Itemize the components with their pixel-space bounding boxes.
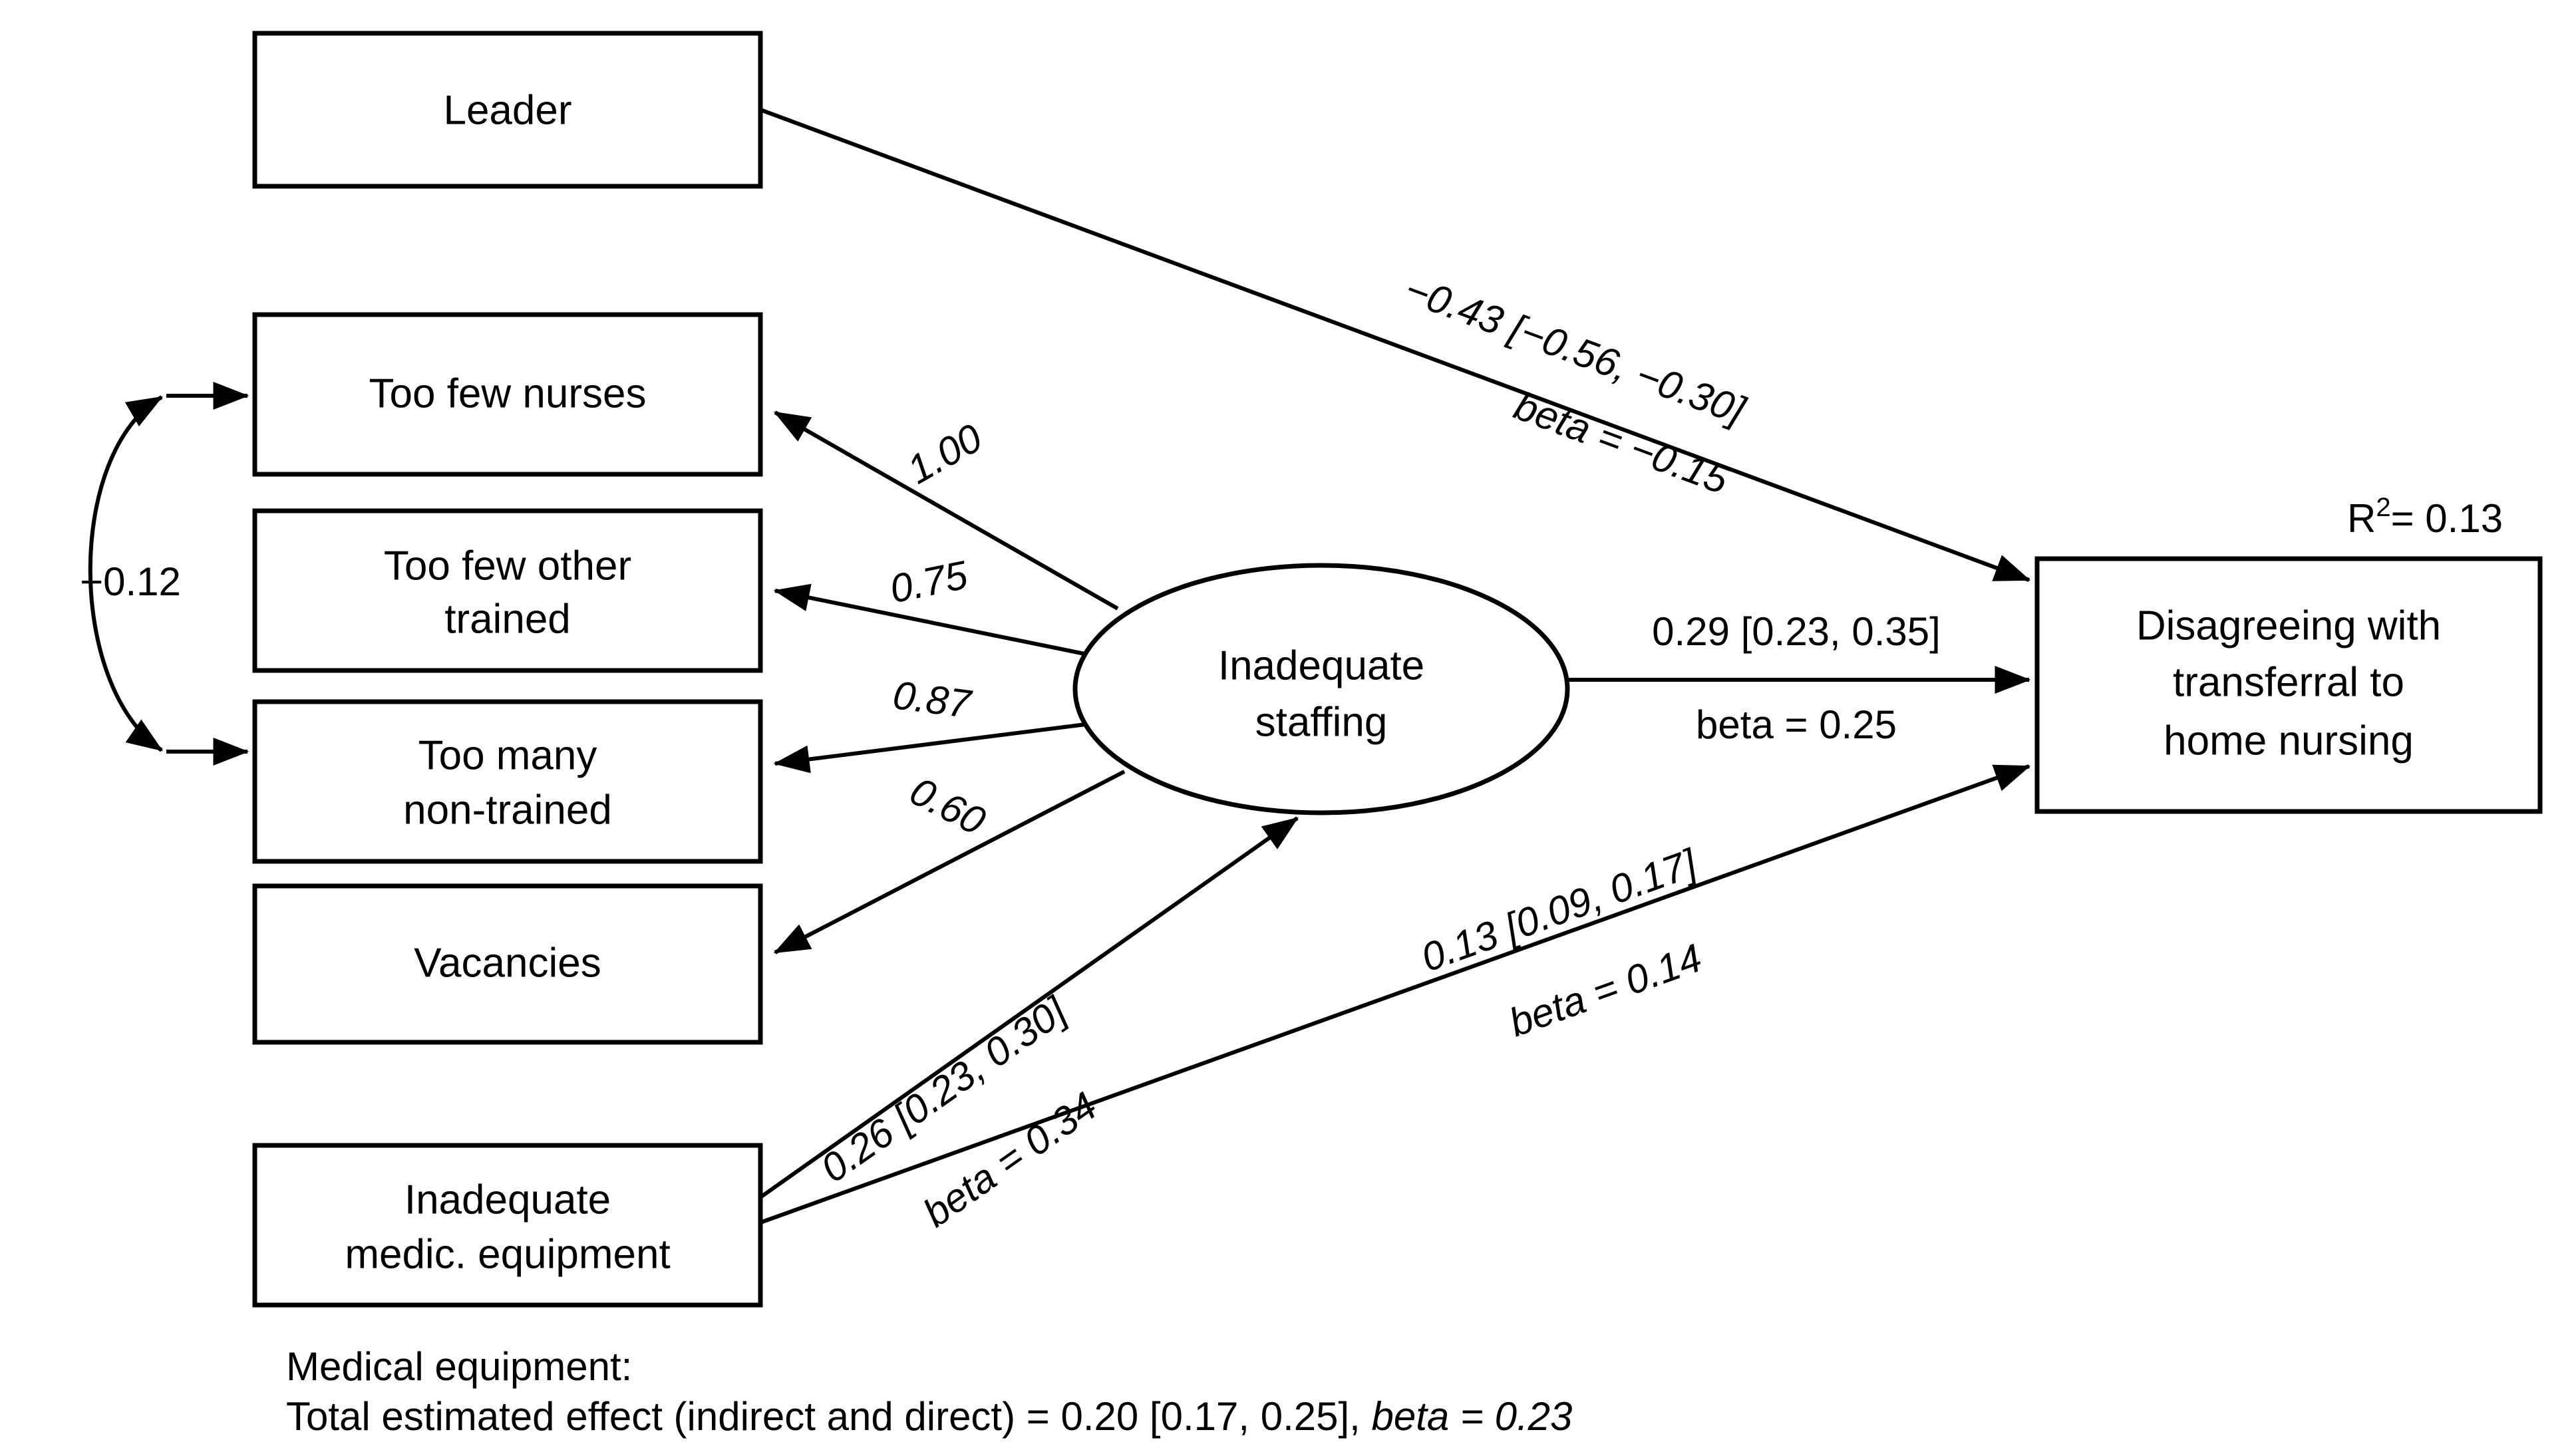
outcome-label-line3: home nursing <box>2164 718 2414 764</box>
caption: Medical equipment: Total estimated effec… <box>286 1344 1572 1439</box>
path-line-equipment-staffing <box>759 816 1299 1199</box>
path-equipment-to-outcome: 0.13 [0.09, 0.17] beta = 0.14 <box>759 764 2031 1225</box>
node-inadequate-equipment[interactable]: Inadequate medic. equipment <box>252 1143 763 1308</box>
loading-label-4: 0.60 <box>903 768 993 843</box>
leader-box[interactable] <box>252 31 763 189</box>
loading-line-4 <box>773 770 1126 954</box>
node-too-few-nurses[interactable]: Too few nurses <box>252 312 763 477</box>
path-beta-equipment-outcome: beta = 0.14 <box>1504 935 1708 1045</box>
path-leader-to-outcome: −0.43 [−0.56, −0.30] beta = −0.15 <box>759 108 2031 582</box>
too-few-other-trained-label-line1: Too few other <box>384 543 631 589</box>
outcome-label-line2: transferral to <box>2173 659 2404 705</box>
caption-line-1: Medical equipment: <box>286 1344 632 1389</box>
inadequate-staffing-ellipse[interactable] <box>1072 563 1570 815</box>
path-line-leader <box>759 108 2031 582</box>
covariance-arc: −0.12 <box>80 382 249 766</box>
too-few-nurses-label: Too few nurses <box>369 370 647 416</box>
leader-label: Leader <box>443 87 571 133</box>
path-line-equipment-outcome <box>759 764 2031 1225</box>
node-outcome[interactable]: Disagreeing with transferral to home nur… <box>2034 556 2543 814</box>
loading-label-3: 0.87 <box>890 672 975 726</box>
loading-too-many-non-trained: 0.87 <box>773 672 1092 774</box>
path-beta-staffing: beta = 0.25 <box>1696 702 1897 747</box>
vacancies-label: Vacancies <box>414 940 601 986</box>
covariance-label: −0.12 <box>80 559 181 604</box>
node-too-many-non-trained[interactable]: Too many non-trained <box>252 699 763 864</box>
too-many-non-trained-box[interactable] <box>252 699 763 864</box>
caption-line-2-prefix: Total estimated effect (indirect and dir… <box>286 1394 1371 1439</box>
node-too-few-other-trained[interactable]: Too few other trained <box>252 508 763 673</box>
loading-label-2: 0.75 <box>886 552 971 611</box>
outcome-label-line1: Disagreeing with <box>2136 603 2441 649</box>
loading-line-3 <box>773 722 1092 774</box>
r-squared-annotation: R2= 0.13 <box>2347 493 2503 541</box>
inadequate-staffing-label-line1: Inadequate <box>1218 643 1424 688</box>
node-vacancies[interactable]: Vacancies <box>252 883 763 1045</box>
inadequate-equipment-label-line1: Inadequate <box>404 1177 611 1223</box>
vacancies-box[interactable] <box>252 883 763 1045</box>
outcome-box[interactable] <box>2034 556 2543 814</box>
inadequate-equipment-label-line2: medic. equipment <box>345 1231 670 1277</box>
caption-line-2-emphasis: beta = 0.23 <box>1371 1394 1572 1439</box>
too-few-other-trained-box[interactable] <box>252 508 763 673</box>
r-squared-group: R2= 0.13 <box>2347 493 2503 541</box>
inadequate-staffing-label-line2: staffing <box>1255 699 1388 745</box>
inadequate-equipment-box[interactable] <box>252 1143 763 1308</box>
loading-line-2 <box>773 583 1092 657</box>
node-inadequate-staffing[interactable]: Inadequate staffing <box>1072 563 1570 815</box>
r-squared-value: = 0.13 <box>2391 496 2503 541</box>
path-estimate-staffing: 0.29 [0.23, 0.35] <box>1652 609 1941 654</box>
caption-line-2: Total estimated effect (indirect and dir… <box>286 1394 1572 1439</box>
loading-label-1: 1.00 <box>899 415 989 492</box>
too-many-non-trained-label-line1: Too many <box>418 732 597 778</box>
too-few-nurses-box[interactable] <box>252 312 763 477</box>
loading-line-1 <box>773 410 1119 611</box>
node-leader[interactable]: Leader <box>252 31 763 189</box>
too-many-non-trained-label-line2: non-trained <box>403 787 612 833</box>
too-few-other-trained-label-line2: trained <box>444 596 571 642</box>
path-staffing-to-outcome: 0.29 [0.23, 0.35] beta = 0.25 <box>1563 609 2031 747</box>
path-equipment-to-staffing: 0.26 [0.23, 0.30] beta = 0.34 <box>759 816 1299 1236</box>
r-squared-symbol: R <box>2347 496 2376 541</box>
covariance-curve <box>88 395 164 752</box>
loading-vacancies: 0.60 <box>773 768 1126 954</box>
r-squared-exponent: 2 <box>2376 493 2390 522</box>
